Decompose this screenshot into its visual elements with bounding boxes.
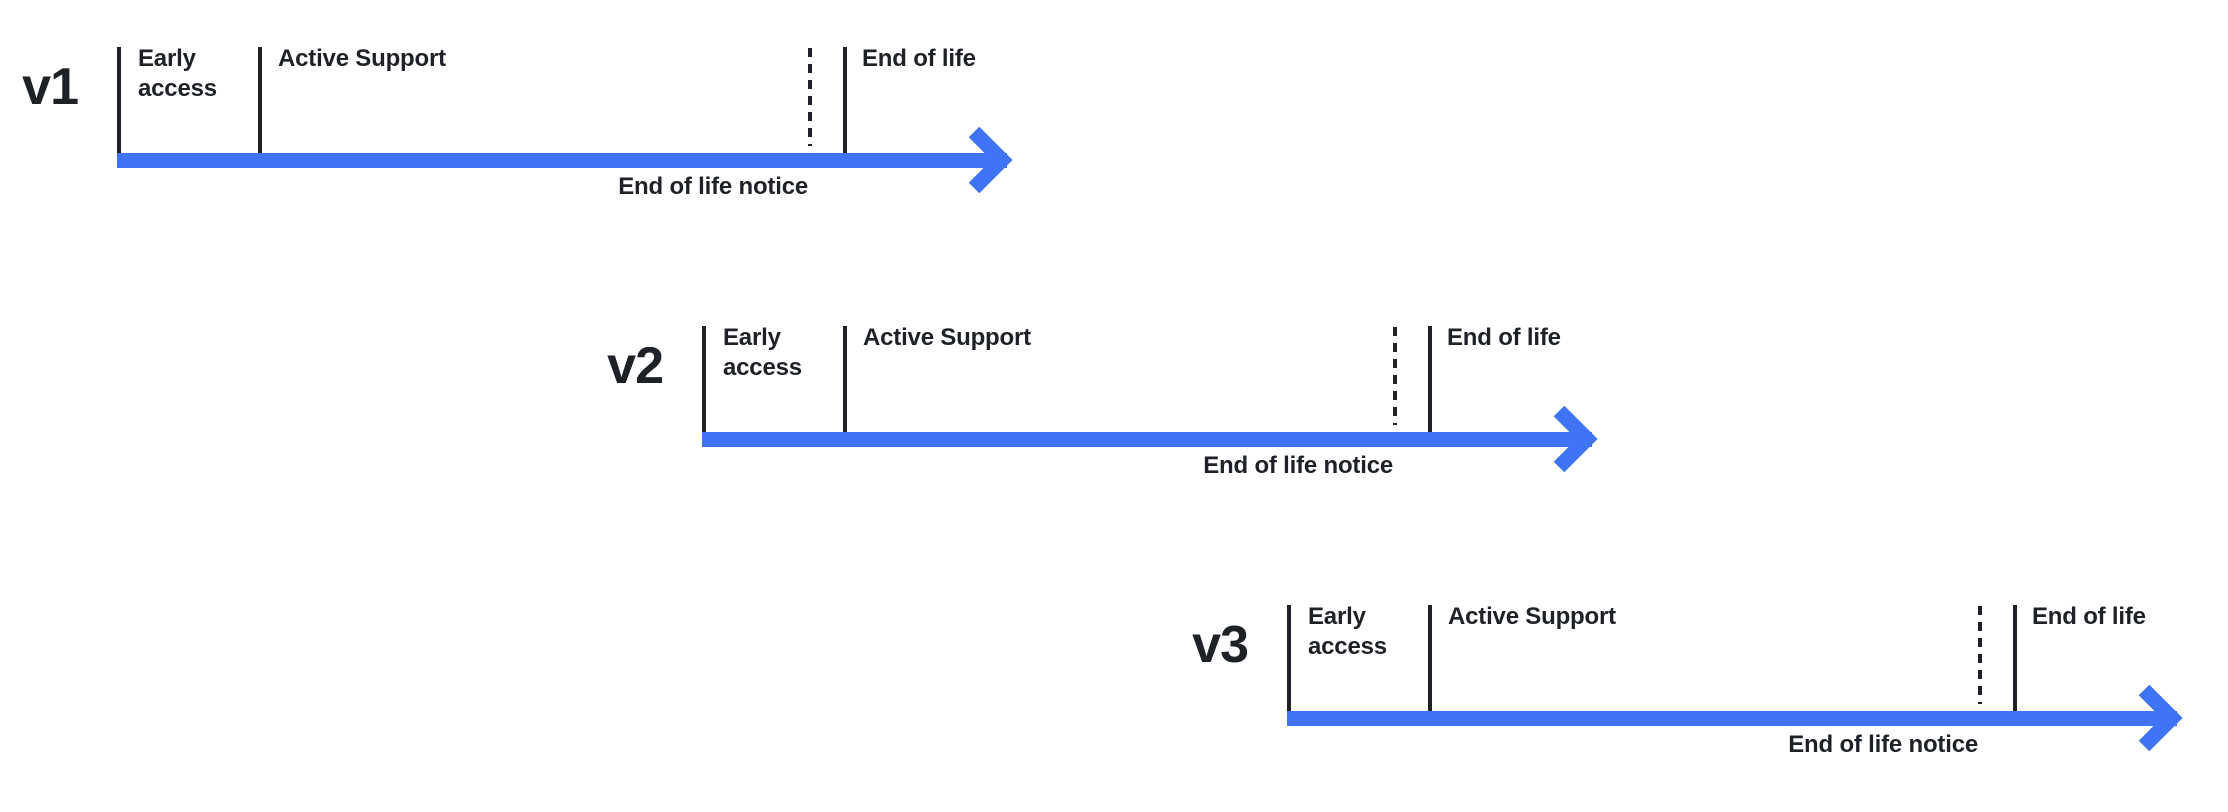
timeline-bar — [1287, 711, 2177, 726]
active-support-start-tick — [843, 326, 847, 432]
end-of-life-notice-dashed-line — [808, 48, 812, 146]
version-label-v1: v1 — [22, 58, 79, 116]
end-of-life-label: End of life — [1447, 324, 1561, 351]
timeline-v2: v2 Early access Active Support End of li… — [607, 324, 1682, 501]
active-support-label: Active Support — [863, 324, 1031, 351]
arrowhead-icon — [2138, 684, 2183, 752]
timeline-v1: v1 Early access Active Support End of li… — [22, 45, 1097, 222]
end-of-life-notice-label: End of life notice — [618, 173, 808, 200]
end-of-life-notice-label: End of life notice — [1203, 452, 1393, 479]
end-of-life-tick — [1428, 326, 1432, 432]
end-of-life-notice-label: End of life notice — [1788, 731, 1978, 758]
early-access-start-tick — [702, 326, 706, 432]
early-access-label: Early access — [138, 45, 217, 102]
active-support-label: Active Support — [1448, 603, 1616, 630]
active-support-label: Active Support — [278, 45, 446, 72]
version-label-v3: v3 — [1192, 616, 1249, 674]
end-of-life-notice-dashed-line — [1393, 327, 1397, 425]
arrowhead-icon — [1553, 405, 1598, 473]
early-access-start-tick — [117, 47, 121, 153]
end-of-life-tick — [843, 47, 847, 153]
early-access-start-tick — [1287, 605, 1291, 711]
end-of-life-label: End of life — [862, 45, 976, 72]
early-access-label: Early access — [723, 324, 802, 381]
timeline-bar — [117, 153, 1007, 168]
end-of-life-notice-dashed-line — [1978, 606, 1982, 704]
end-of-life-tick — [2013, 605, 2017, 711]
active-support-start-tick — [258, 47, 262, 153]
end-of-life-label: End of life — [2032, 603, 2146, 630]
version-label-v2: v2 — [607, 337, 664, 395]
active-support-start-tick — [1428, 605, 1432, 711]
timeline-bar — [702, 432, 1592, 447]
early-access-label: Early access — [1308, 603, 1387, 660]
timeline-v3: v3 Early access Active Support End of li… — [1192, 603, 2228, 780]
arrowhead-icon — [968, 126, 1013, 194]
